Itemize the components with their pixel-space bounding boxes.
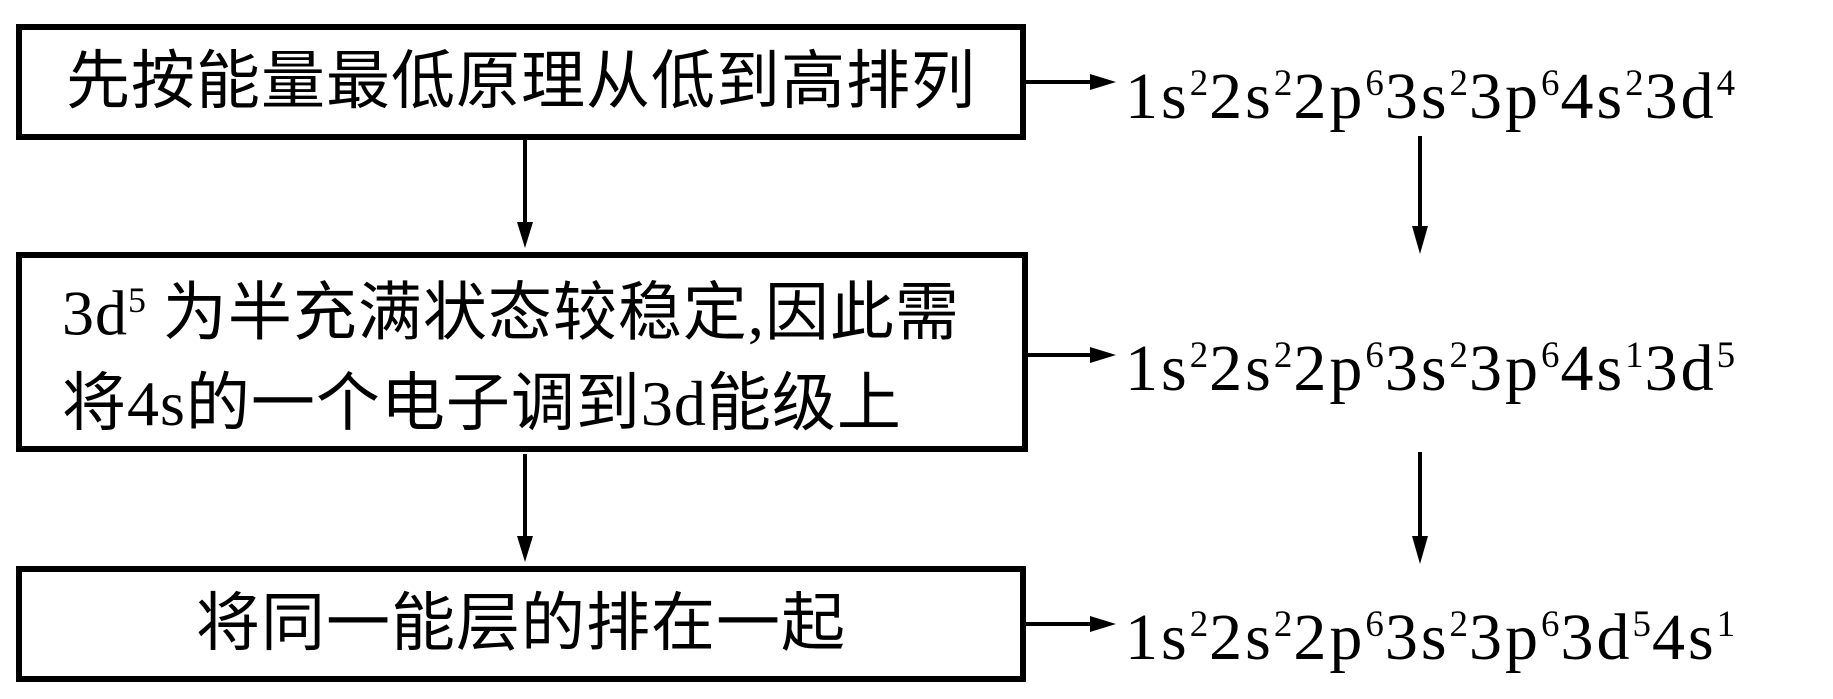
arrow-down-box2-to-box3-icon <box>517 454 533 562</box>
step-3-text: 将同一能层的排在一起 <box>196 588 846 659</box>
step-2-text-line-1: 3d5 为半充满状态较稳定,因此需 <box>62 277 960 349</box>
step-box-1: 先按能量最低原理从低到高排列 <box>16 24 1026 140</box>
arrow-right-box1-to-formula1-icon <box>1026 74 1116 90</box>
step-1-text: 先按能量最低原理从低到高排列 <box>66 46 976 117</box>
step-box-3: 将同一能层的排在一起 <box>16 566 1026 682</box>
arrow-down-box1-to-box2-icon <box>517 140 533 248</box>
step-2-text-line-2: 将4s的一个电子调到3d能级上 <box>62 367 902 439</box>
arrow-down-formula1-to-formula2-icon <box>1412 136 1428 254</box>
formula-2: 1s22s22p63s23p64s13d5 <box>1125 332 1737 405</box>
formula-1: 1s22s22p63s23p64s23d4 <box>1125 60 1737 133</box>
arrow-down-formula2-to-formula3-icon <box>1412 452 1428 564</box>
arrow-right-box2-to-formula2-icon <box>1026 347 1116 363</box>
step-box-2: 3d5 为半充满状态较稳定,因此需 将4s的一个电子调到3d能级上 <box>16 252 1028 452</box>
formula-3: 1s22s22p63s23p63d54s1 <box>1125 601 1737 674</box>
arrow-right-box3-to-formula3-icon <box>1026 616 1116 632</box>
